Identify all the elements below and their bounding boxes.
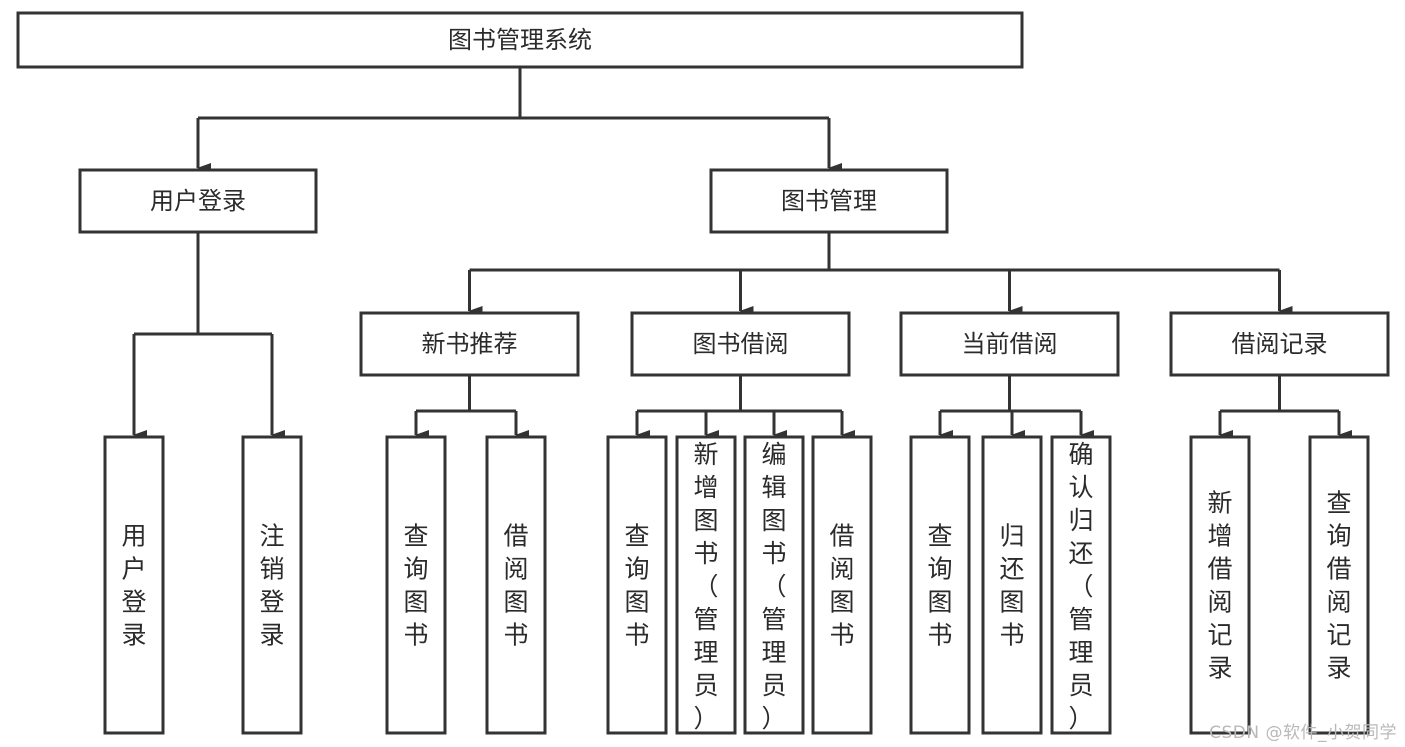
- node-root[interactable]: 图书管理系统: [16, 11, 1024, 69]
- node-box: [103, 435, 165, 735]
- node-label: 用户登录: [150, 187, 246, 215]
- node-box: [709, 168, 949, 234]
- node-leaf_9[interactable]: 归还图书: [981, 435, 1043, 735]
- node-l3_2[interactable]: 当前借阅: [899, 311, 1120, 377]
- node-box: [1050, 435, 1112, 735]
- node-label-vertical: 用户登录: [121, 522, 146, 650]
- node-leaf_7[interactable]: 借阅图书: [811, 435, 873, 735]
- node-box: [909, 435, 971, 735]
- node-leaf_12[interactable]: 查询借阅记录: [1308, 435, 1370, 735]
- node-label: 图书借阅: [693, 330, 789, 358]
- node-box: [743, 435, 805, 735]
- node-label: 图书管理: [781, 187, 877, 215]
- node-box: [241, 435, 303, 735]
- watermark-label: CSDN @软件_小贺同学: [1209, 723, 1397, 743]
- node-leaf_6[interactable]: 编辑图书（管理员）: [743, 435, 805, 735]
- connector-lines: [132, 67, 1352, 440]
- node-l3_1[interactable]: 图书借阅: [630, 311, 851, 377]
- node-box: [359, 311, 580, 377]
- node-box: [385, 435, 447, 735]
- node-label-vertical: 归还图书: [999, 522, 1024, 650]
- node-label: 图书管理系统: [448, 26, 592, 54]
- node-label-vertical: 编辑图书（管理员）: [761, 440, 786, 733]
- node-leaf_10[interactable]: 确认归还（管理员）: [1050, 435, 1112, 735]
- node-l2_0[interactable]: 用户登录: [78, 168, 318, 234]
- node-leaf_0[interactable]: 用户登录: [103, 435, 165, 735]
- node-label-vertical: 确认归还（管理员）: [1068, 440, 1093, 733]
- node-label-vertical: 查询借阅记录: [1326, 489, 1351, 683]
- node-l3_3[interactable]: 借阅记录: [1169, 311, 1390, 377]
- node-box: [16, 11, 1024, 69]
- node-box: [1308, 435, 1370, 735]
- node-leaf_1[interactable]: 注销登录: [241, 435, 303, 735]
- node-l3_0[interactable]: 新书推荐: [359, 311, 580, 377]
- node-box: [485, 435, 547, 735]
- node-box: [675, 435, 737, 735]
- node-label: 新书推荐: [422, 330, 518, 358]
- node-leaf_4[interactable]: 查询图书: [606, 435, 668, 735]
- node-box: [1169, 311, 1390, 377]
- node-label-vertical: 新增图书（管理员）: [693, 440, 718, 733]
- node-label: 当前借阅: [962, 330, 1058, 358]
- node-label-vertical: 查询图书: [927, 522, 952, 650]
- node-leaf_8[interactable]: 查询图书: [909, 435, 971, 735]
- node-label: 借阅记录: [1232, 330, 1328, 358]
- node-label-vertical: 新增借阅记录: [1207, 489, 1232, 683]
- node-label-vertical: 借阅图书: [503, 522, 528, 650]
- node-box: [981, 435, 1043, 735]
- node-label-vertical: 查询图书: [403, 522, 428, 650]
- node-leaf_5[interactable]: 新增图书（管理员）: [675, 435, 737, 735]
- node-label-vertical: 注销登录: [259, 522, 284, 650]
- node-box: [1189, 435, 1251, 735]
- node-label-vertical: 借阅图书: [829, 522, 854, 650]
- node-l2_1[interactable]: 图书管理: [709, 168, 949, 234]
- node-leaf_2[interactable]: 查询图书: [385, 435, 447, 735]
- node-leaf_3[interactable]: 借阅图书: [485, 435, 547, 735]
- node-box: [606, 435, 668, 735]
- node-label-vertical: 查询图书: [624, 522, 649, 650]
- node-box: [630, 311, 851, 377]
- node-boxes: 图书管理系统用户登录图书管理新书推荐图书借阅当前借阅借阅记录用户登录注销登录查询…: [16, 11, 1390, 735]
- node-box: [78, 168, 318, 234]
- node-box: [899, 311, 1120, 377]
- node-leaf_11[interactable]: 新增借阅记录: [1189, 435, 1251, 735]
- node-box: [811, 435, 873, 735]
